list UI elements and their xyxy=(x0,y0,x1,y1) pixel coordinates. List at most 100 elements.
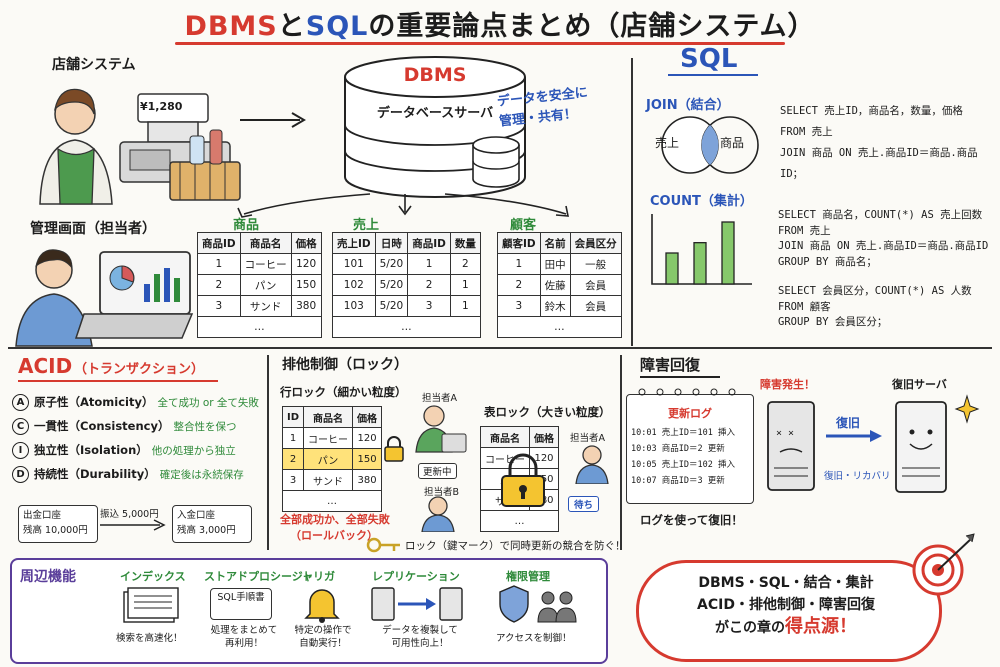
divider-acid-lock xyxy=(267,355,269,550)
admin-illustration xyxy=(15,249,194,347)
sales-title: 売上 xyxy=(353,218,380,233)
count-code-1: SELECT 商品名，COUNT(*) AS 売上回数 FROM 売上 JOIN… xyxy=(778,208,988,270)
chart-bar xyxy=(693,242,707,285)
divider-middle-horizontal xyxy=(8,347,992,349)
join-code-line: SELECT 売上ID，商品名，数量，価格 xyxy=(780,105,963,117)
waiting-badge: 待ち xyxy=(568,496,600,512)
peripheral-stored-procedure-desc: 処理をまとめて 再利用！ xyxy=(210,625,278,649)
list-item: 10:03 商品ID＝2 更新 xyxy=(631,444,725,454)
person-b-label: 担当者B xyxy=(424,487,460,498)
divider-top-vertical xyxy=(631,58,633,346)
products-title: 商品 xyxy=(233,218,260,233)
dbms-server-label: データベースサーバ xyxy=(376,106,494,121)
replication-icon xyxy=(371,587,463,621)
peripheral-index-desc: 検索を高速化！ xyxy=(116,633,183,644)
table-lock-label: 表ロック（大きい粒度） xyxy=(484,405,611,419)
join-code: SELECT 売上ID，商品名，数量，価格 FROM 売上 JOIN 商品 ON… xyxy=(780,101,1000,185)
join-code-line: JOIN 商品 ON 売上.商品ID＝商品.商品ID； xyxy=(780,147,978,180)
join-code-line: FROM 売上 xyxy=(780,126,833,138)
acid-item: D 持続性（Durability） 確定後は永続保存 xyxy=(12,462,272,486)
sql-title: SQL xyxy=(680,44,738,74)
to-account-box: 入金口座 残高 3,000円 xyxy=(172,505,252,543)
count-code-line: GROUP BY 会員区分； xyxy=(778,316,888,328)
acid-subtitle: （トランザクション） xyxy=(74,362,205,377)
peripheral-trigger-name: トリガ xyxy=(302,570,335,583)
acid-underline xyxy=(18,380,218,382)
index-icon xyxy=(123,587,179,623)
summary-line3a: がこの章の xyxy=(715,620,785,636)
log-title: 更新ログ xyxy=(668,407,712,420)
recovery-title: 障害回復 xyxy=(640,356,701,374)
recover-arrow xyxy=(826,430,882,442)
key-note: ロック（鍵マーク）で同時更新の競合を防ぐ！ xyxy=(405,540,626,552)
row-lock-label: 行ロック（細かい粒度） xyxy=(280,385,407,399)
store-illustration xyxy=(39,88,241,205)
join-title: JOIN（結合） xyxy=(646,98,730,113)
recover-sub-label: 復旧・リカバリ xyxy=(824,471,891,482)
fault-label: 障害発生！ xyxy=(760,378,815,391)
rollback-line1: 全部成功か、全部失敗 xyxy=(280,513,390,526)
count-bar-chart xyxy=(651,214,752,285)
count-code-line: SELECT 商品名，COUNT(*) AS 売上回数 xyxy=(778,209,983,221)
chart-bar xyxy=(721,221,735,285)
stored-procedure-doc: SQL手順書 xyxy=(210,588,272,620)
title-and: と xyxy=(277,11,306,42)
summary-line1: DBMS・SQL・結合・集計 xyxy=(698,575,874,591)
sql-underline xyxy=(668,74,758,76)
acid-item: A 原子性（Atomicity） 全て成功 or 全て失敗 xyxy=(12,390,272,414)
page-title: DBMSとSQLの重要論点まとめ（店舗システム） xyxy=(0,4,1000,43)
peripheral-title: 周辺機能 xyxy=(20,569,76,585)
venn-right-label: 商品 xyxy=(720,136,745,150)
notepad-rings xyxy=(638,388,736,396)
title-dbms: DBMS xyxy=(184,11,278,42)
dbms-to-tables-arrows xyxy=(237,193,569,218)
person-a2-label: 担当者A xyxy=(570,433,605,444)
shield-icon xyxy=(499,585,577,623)
peripheral-replication-desc: データを複製して 可用性向上！ xyxy=(382,625,458,649)
recovered-server-icon xyxy=(895,401,947,493)
chart-bar xyxy=(665,252,679,285)
divider-lock-recovery xyxy=(620,355,622,550)
summary-bubble xyxy=(636,560,942,662)
count-code-line: JOIN 商品 ON 売上.商品ID＝商品.商品ID xyxy=(778,240,989,252)
recovery-underline xyxy=(640,376,720,378)
transfer-arrow xyxy=(100,519,166,531)
join-venn-diagram xyxy=(661,116,759,174)
big-lock-icon xyxy=(501,453,545,507)
rollback-note: 全部成功か、全部失敗 （ロールバック） xyxy=(280,512,390,544)
count-title: COUNT（集計） xyxy=(650,194,753,209)
update-log-notepad: 更新ログ 10:01 売上ID＝101 挿入 10:03 商品ID＝2 更新 1… xyxy=(626,394,754,504)
person-a-label: 担当者A xyxy=(422,393,457,404)
broken-server-icon: × × xyxy=(767,401,815,491)
count-code-line: GROUP BY 商品名； xyxy=(778,255,877,268)
store-label: 店舗システム xyxy=(52,57,136,73)
key-icon xyxy=(366,537,400,553)
person-b-icon xyxy=(421,496,455,532)
to-account-label: 入金口座 xyxy=(177,510,216,521)
to-account-balance: 残高 3,000円 xyxy=(177,525,236,536)
log-rows: 10:01 売上ID＝101 挿入 10:03 商品ID＝2 更新 10:05 … xyxy=(631,425,753,489)
person-a2-icon xyxy=(575,445,609,484)
register-price: ¥1,280 xyxy=(140,100,183,113)
lock-icon xyxy=(384,436,404,462)
summary-text: DBMS・SQL・結合・集計 ACID・排他制御・障害回復 がこの章の得点源！ xyxy=(636,572,936,639)
peripheral-trigger-desc: 特定の操作で 自動実行！ xyxy=(294,625,352,649)
peripheral-index-name: インデックス xyxy=(120,570,186,583)
acid-title: ACID xyxy=(18,354,73,378)
customers-title: 顧客 xyxy=(510,218,537,233)
acid-item: I 独立性（Isolation） 他の処理から独立 xyxy=(12,438,272,462)
count-code-line: SELECT 会員区分，COUNT(*) AS 人数 xyxy=(778,285,972,297)
